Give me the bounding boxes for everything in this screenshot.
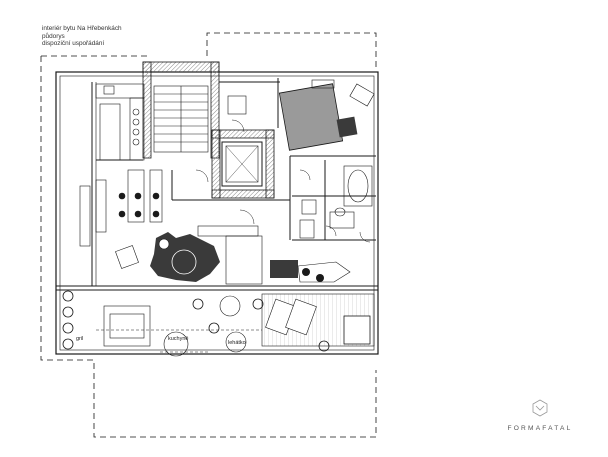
drawing-type: půdorys — [42, 32, 65, 40]
living-area — [115, 225, 351, 285]
planters — [62, 290, 330, 352]
lift — [221, 141, 263, 187]
kitchen — [79, 83, 145, 247]
dining-chairs — [118, 192, 160, 218]
brand-logo: FORMAFATAL — [500, 398, 580, 432]
stair-treads — [154, 93, 208, 143]
rug — [150, 232, 220, 282]
terrace: gril kuchyně lehátko — [62, 290, 375, 357]
outdoor-table — [103, 305, 151, 347]
drawing-subtitle: dispoziční uspořádání — [42, 40, 105, 48]
door-swings — [195, 119, 371, 243]
dashed-boundary — [40, 32, 377, 438]
project-title: interiér bytu Na Hřebenkách — [42, 25, 122, 32]
interior-partitions — [56, 78, 378, 291]
sunbed-2 — [285, 298, 317, 336]
brand-name: FORMAFATAL — [507, 425, 573, 432]
dining-table — [118, 169, 163, 223]
staircase — [153, 85, 209, 153]
brand-mark-icon — [532, 399, 548, 417]
core-walls — [142, 61, 275, 199]
grill-label: gril — [76, 336, 83, 342]
bed — [278, 83, 344, 151]
title-block: interiér bytu Na Hřebenkách půdorys disp… — [42, 25, 122, 48]
outdoor-kitchen-label: kuchyně — [168, 336, 189, 342]
sunbed-label: lehátko — [228, 340, 246, 346]
bathroom — [299, 165, 373, 239]
bedroom — [227, 79, 375, 151]
